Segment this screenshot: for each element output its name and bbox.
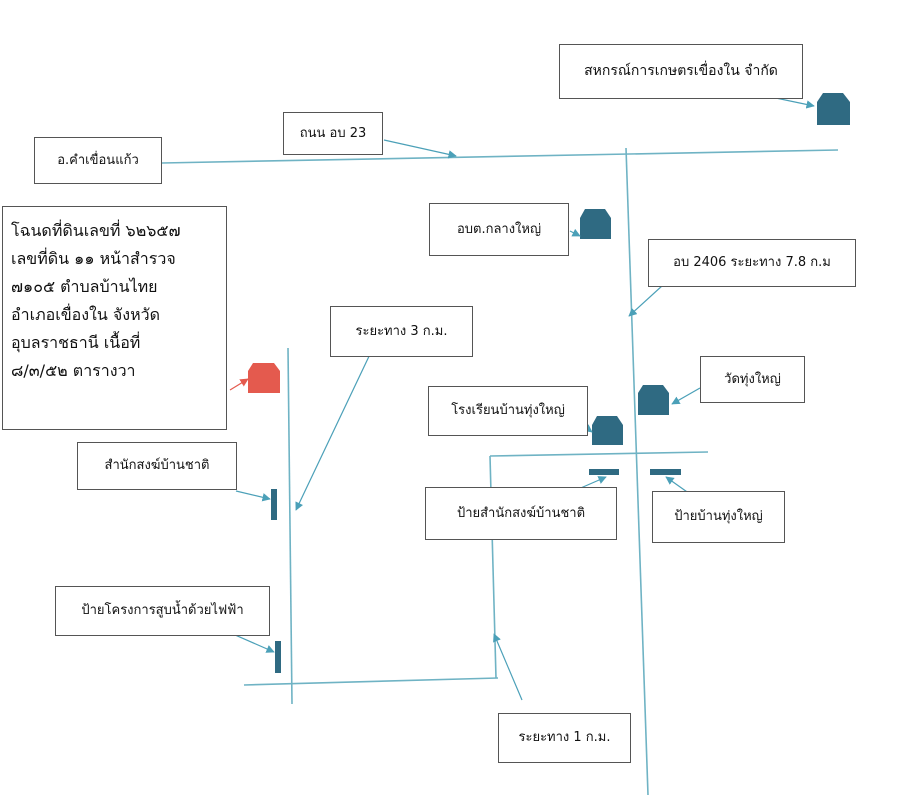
sign-monk-office-icon [271, 489, 277, 520]
road-ub2406 [625, 147, 649, 796]
label-sign-village: ป้ายบ้านทุ่งใหญ่ [652, 491, 785, 543]
deed-line: อำเภอเขื่องใน จังหวัด [11, 305, 160, 324]
arrow-dist-3km [295, 349, 373, 511]
arrow-monk-office [235, 490, 271, 502]
temple-building-icon [638, 385, 669, 415]
deed-line: อุบลราชธานี เนื้อที่ [11, 333, 141, 352]
signs [271, 469, 681, 673]
label-dist-1km: ระยะทาง 1 ก.ม. [498, 713, 631, 763]
school-building-icon [592, 416, 623, 445]
label-sao: อบต.กลางใหญ่ [429, 203, 569, 256]
label-sign-monk-office: ป้ายสำนักสงฆ์บ้านชาติ [425, 487, 617, 540]
label-road-ub2406: อบ 2406 ระยะทาง 7.8 ก.ม [648, 239, 856, 287]
roads [161, 147, 839, 796]
road-bottom-horizontal [243, 677, 499, 686]
arrow-temple [671, 387, 701, 405]
label-district: อ.คำเขื่อนแก้ว [34, 137, 162, 184]
sign-monk-office-road-icon [589, 469, 619, 475]
arrow-road-ub23 [383, 139, 457, 159]
arrow-land-plot [229, 378, 249, 391]
sign-village-road-icon [650, 469, 681, 475]
label-coop: สหกรณ์การเกษตรเขื่องใน จำกัด [559, 44, 803, 99]
label-school: โรงเรียนบ้านทุ่งใหญ่ [428, 386, 588, 436]
sao-building-icon [580, 209, 611, 239]
label-temple: วัดทุ่งใหญ่ [700, 356, 805, 403]
buildings [248, 93, 850, 445]
deed-line: ๘/๓/๕๒ ตารางวา [11, 361, 136, 380]
label-road-ub23: ถนน อบ 23 [283, 112, 383, 155]
deed-line: เลขที่ดิน ๑๑ หน้าสำรวจ [11, 249, 176, 268]
label-sign-pump: ป้ายโครงการสูบน้ำด้วยไฟฟ้า [55, 586, 270, 636]
arrow-sao [569, 228, 581, 237]
road-left-vertical [287, 347, 293, 705]
deed-line: โฉนดที่ดินเลขที่ ๖๒๖๕๗ [11, 221, 181, 240]
label-monk-office: สำนักสงฆ์บ้านชาติ [77, 442, 237, 490]
road-main-horizontal [161, 149, 839, 164]
land-plot-marker-icon [248, 363, 280, 393]
label-dist-3km: ระยะทาง 3 ก.ม. [330, 306, 473, 357]
sign-pump-project-icon [275, 641, 281, 673]
road-middle-horizontal [489, 451, 709, 457]
deed-line: ๗๑๐๕ ตำบลบ้านไทย [11, 277, 158, 296]
coop-building-icon [817, 93, 850, 125]
arrow-dist-1km [493, 633, 523, 701]
land-deed-box: โฉนดที่ดินเลขที่ ๖๒๖๕๗ เลขที่ดิน ๑๑ หน้า… [2, 206, 227, 430]
